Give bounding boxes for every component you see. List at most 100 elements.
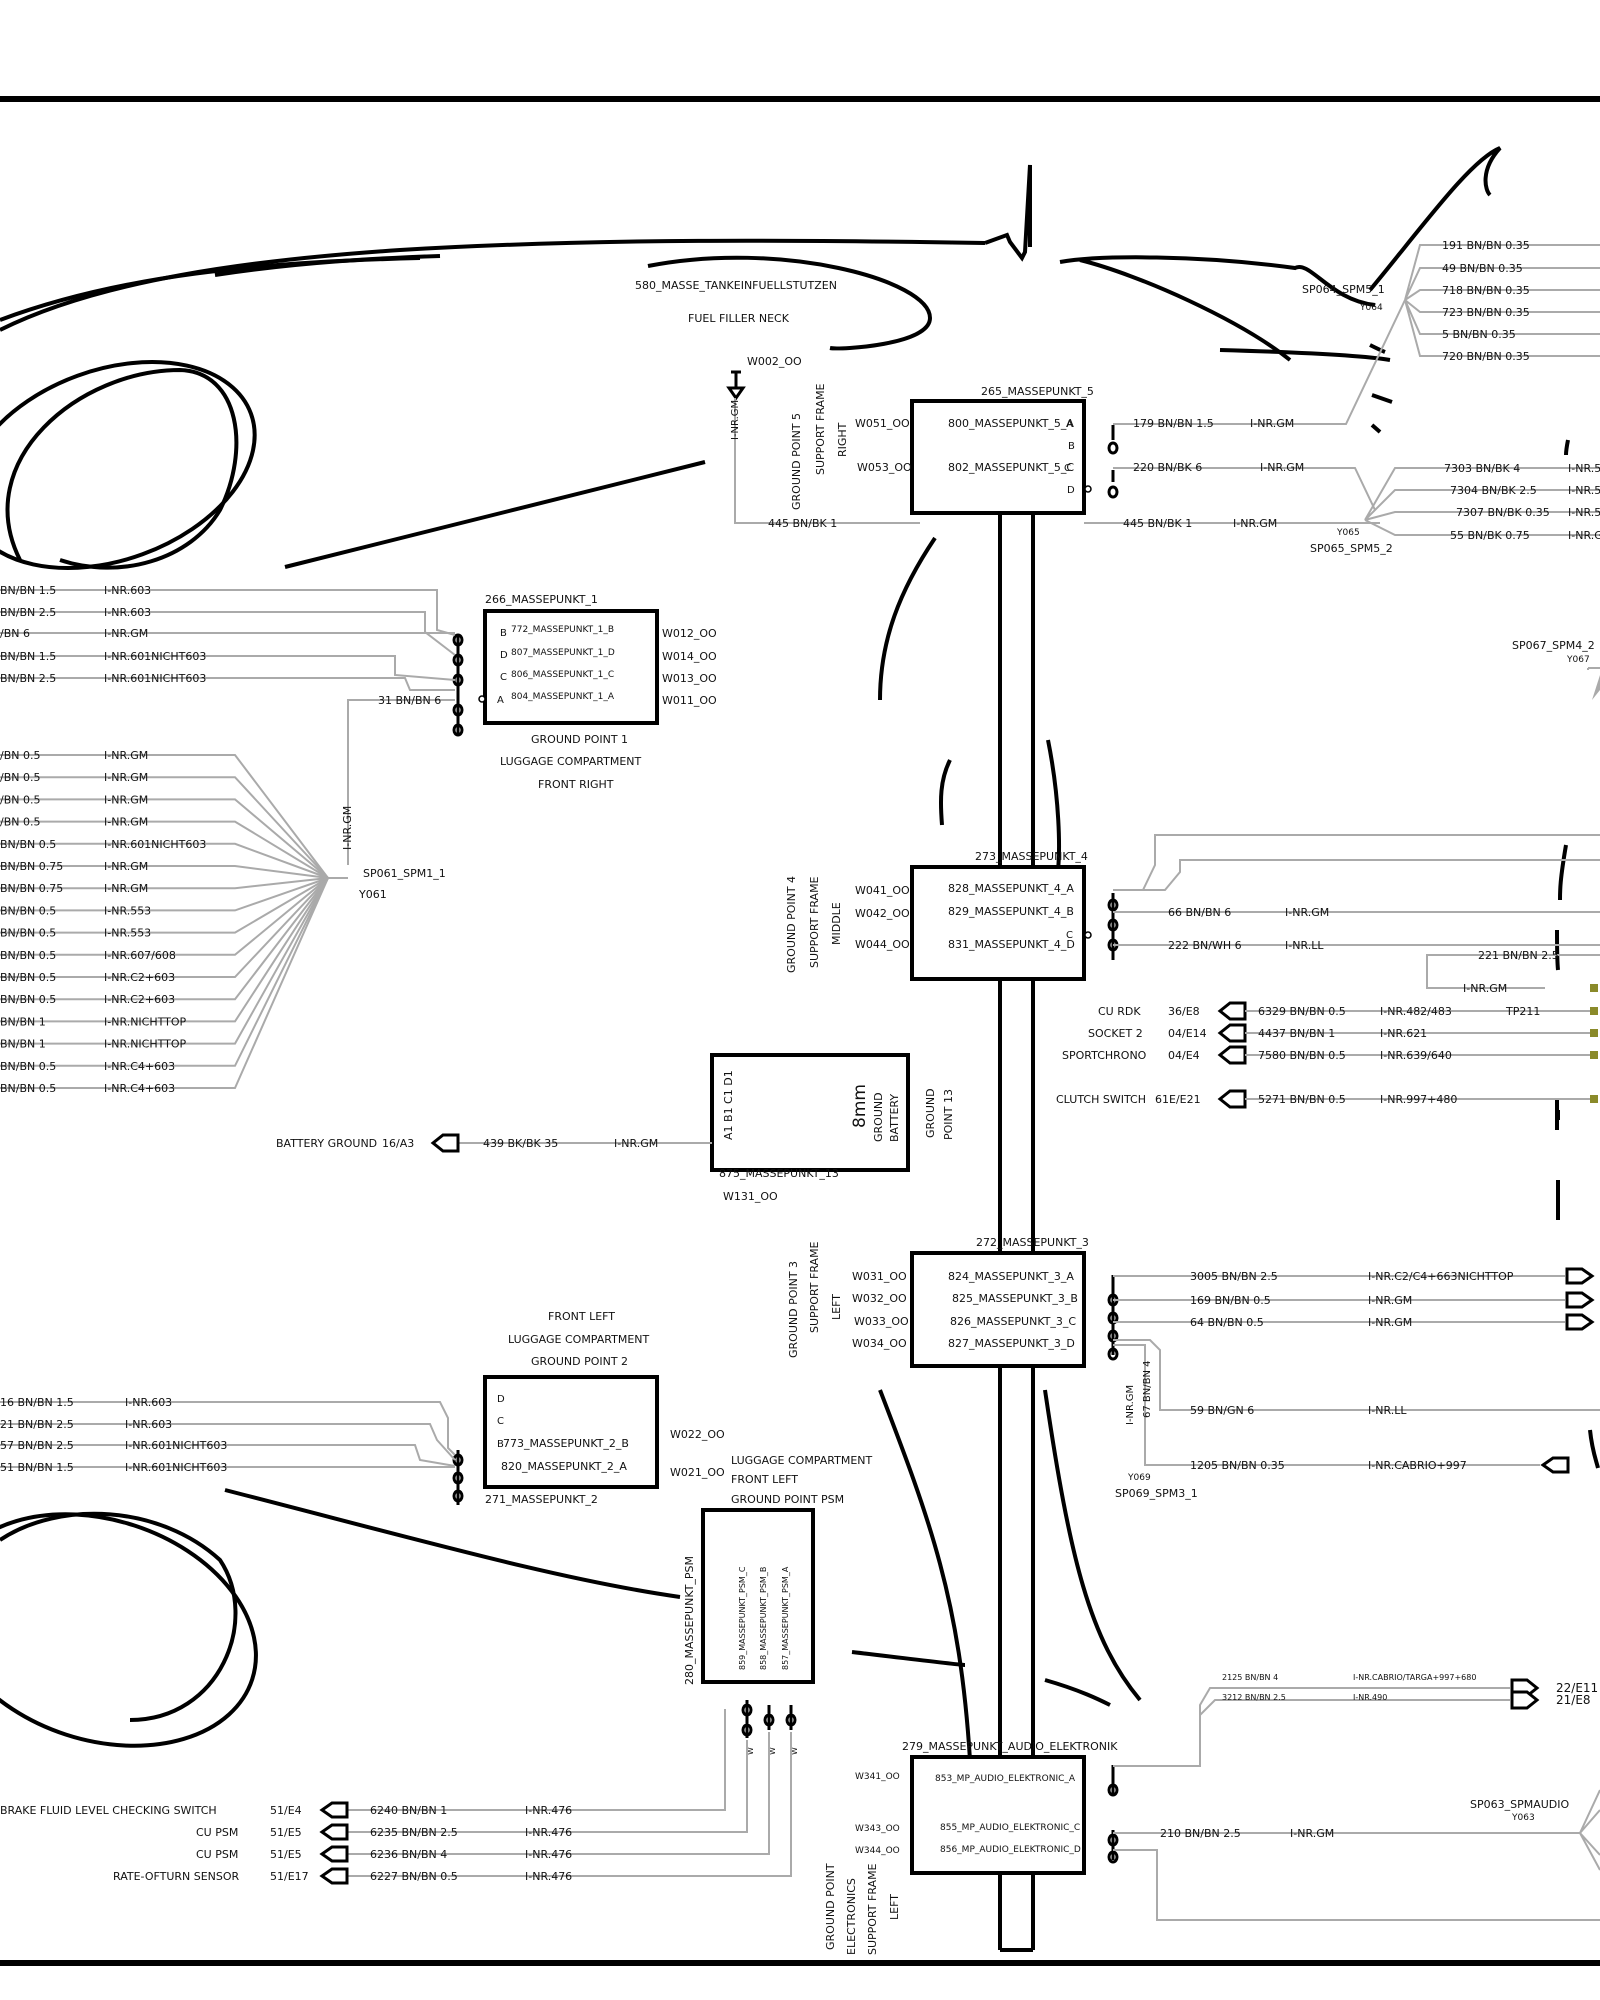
- gp13-name: 875_MASSEPUNKT_13: [719, 1167, 839, 1180]
- sp065-inr-4: I-NR.G: [1568, 529, 1600, 542]
- bl-device-label: CU PSM: [196, 1826, 238, 1839]
- br-pin-2: 21/E8: [1556, 1693, 1591, 1707]
- gp1-inr-5: I-NR.601NICHT603: [104, 672, 206, 685]
- gp2-eyelet-icon: [452, 1450, 464, 1505]
- sp061-wire-label: /BN 0.5: [0, 793, 40, 806]
- gp4-w-a: W041_OO: [855, 884, 910, 897]
- gp5-letter-d: D: [1067, 485, 1075, 496]
- sp061-wire-label: /BN 0.5: [0, 771, 40, 784]
- fuel-filler-label: FUEL FILLER NECK: [688, 312, 790, 325]
- bl-pin-label: 51/E4: [270, 1804, 302, 1817]
- gp1-inr-3: I-NR.GM: [104, 627, 148, 640]
- wire-221: 221 BN/BN 2.5: [1478, 949, 1559, 962]
- sp061-inr-label: I-NR.C2+603: [104, 971, 175, 984]
- sp061-wire-label: BN/BN 0.5: [0, 993, 56, 1006]
- gp5-side-2: SUPPORT FRAME: [814, 383, 827, 475]
- sp069-vert-2: 67 BN/BN 4: [1142, 1361, 1153, 1419]
- gp1-w-b: W012_OO: [662, 627, 717, 640]
- sp061-wire-label: BN/BN 0.5: [0, 1082, 56, 1095]
- gp2-inr-4: I-NR.601NICHT603: [125, 1461, 227, 1474]
- connector-pin-label: 61E/E21: [1155, 1093, 1201, 1106]
- gp1-w-c: W013_OO: [662, 672, 717, 685]
- sp069-name: SP069_SPM3_1: [1115, 1487, 1198, 1500]
- ground-point-13: A1 B1 C1 D1 8mm GROUND BATTERY GROUND PO…: [276, 1053, 955, 1203]
- sp061-wire-label: BN/BN 1: [0, 1015, 46, 1028]
- wire-66: 66 BN/BN 6: [1168, 906, 1231, 919]
- bl-inr-label: I-NR.476: [525, 1870, 572, 1883]
- gp1-wire-4: BN/BN 1.5: [0, 650, 56, 663]
- connector-arrow-icon: [319, 1823, 349, 1841]
- gpae-w-a: W341_OO: [855, 1772, 900, 1782]
- bl-device-label: BRAKE FLUID LEVEL CHECKING SWITCH: [0, 1804, 217, 1817]
- sp061-wire: [0, 877, 329, 890]
- sp064-y: Y064: [1359, 303, 1383, 313]
- sp061-wire-label: BN/BN 0.5: [0, 904, 56, 917]
- gp2-wire-4: 51 BN/BN 1.5: [0, 1461, 74, 1474]
- splice-sp064: SP064_SPM5_1 Y064 191 BN/BN 0.35 49 BN/B…: [1302, 239, 1600, 363]
- gp3-pin-c-label: 826_MASSEPUNKT_3_C: [950, 1315, 1076, 1328]
- gp1-inr-1: I-NR.603: [104, 584, 151, 597]
- gp13-side-2: POINT 13: [942, 1089, 955, 1140]
- gp3-pin-b-label: 825_MASSEPUNKT_3_B: [952, 1292, 1078, 1305]
- gp3-w-d: W034_OO: [852, 1337, 907, 1350]
- gp5-w-c: W053_OO: [857, 461, 912, 474]
- sp061-wire: [0, 842, 329, 879]
- gpae-side-4: LEFT: [888, 1894, 901, 1920]
- ground-point-5: 265_MASSEPUNKT_5 GROUND POINT 5 SUPPORT …: [790, 299, 1406, 530]
- gp2-wire-1: 16 BN/BN 1.5: [0, 1396, 74, 1409]
- connector-arrow-icon: [1217, 1089, 1247, 1109]
- fuel-filler-group: 580_MASSE_TANKEINFUELLSTUTZEN FUEL FILLE…: [635, 279, 920, 530]
- bl-wire-label: 6235 BN/BN 2.5: [370, 1826, 458, 1839]
- gp2-pin-a-label: 820_MASSEPUNKT_2_A: [501, 1460, 627, 1473]
- gp13-pins: A1 B1 C1 D1: [722, 1070, 735, 1140]
- sp063-y: Y063: [1511, 1813, 1535, 1823]
- bl-device-label: RATE-OFTURN SENSOR: [113, 1870, 240, 1883]
- sp065-name: SP065_SPM5_2: [1310, 542, 1393, 555]
- ground-point-audio-electronics: 279_MASSEPUNKT_AUDIO_ELEKTRONIK W341_OO …: [824, 1687, 1600, 1955]
- gp3-wire-64: 64 BN/BN 0.5: [1190, 1316, 1264, 1329]
- bl-pin-label: 51/E5: [270, 1826, 302, 1839]
- gpsm-caption-2: FRONT LEFT: [731, 1473, 798, 1486]
- gp4-eyelet-icon: [1107, 893, 1119, 960]
- connector-device-label: SPORTCHRONO: [1062, 1049, 1147, 1062]
- battery-wire: 439 BK/BK 35: [483, 1137, 558, 1150]
- gpsm-box: [701, 1508, 815, 1684]
- bottom-right-connectors: 2125 BN/BN 4 I-NR.CABRIO/TARGA+997+680 2…: [1210, 1673, 1600, 1871]
- sp061-inr-label: I-NR.GM: [104, 749, 148, 762]
- gp4-letter-c: C: [1066, 930, 1073, 941]
- sp064-wire-1: 191 BN/BN 0.35: [1442, 239, 1530, 252]
- sp061-inr-label: I-NR.C4+603: [104, 1060, 175, 1073]
- gp1-wire-3: /BN 6: [0, 627, 30, 640]
- sp061-vert: I-NR.GM: [341, 806, 354, 850]
- sp061-wire-label: BN/BN 0.5: [0, 1060, 56, 1073]
- gpsm-name: 280_MASSEPUNKT_PSM: [683, 1556, 696, 1685]
- gp3-w-b: W032_OO: [852, 1292, 907, 1305]
- sp061-fan: [0, 754, 329, 1089]
- connector-device-label: CU RDK: [1098, 1005, 1141, 1018]
- battery-inr: I-NR.GM: [614, 1137, 658, 1150]
- ground-point-2: FRONT LEFT LUGGAGE COMPARTMENT GROUND PO…: [0, 1310, 725, 1506]
- br-wire-2: 3212 BN/BN 2.5: [1222, 1693, 1286, 1702]
- wire-220: 220 BN/BK 6: [1133, 461, 1202, 474]
- gp13-size: 8mm: [850, 1084, 870, 1128]
- support-frame-rails: [998, 510, 1035, 1952]
- sp061-inr-label: I-NR.C2+603: [104, 993, 175, 1006]
- sp061-y: Y061: [358, 888, 387, 901]
- gp3-wire-1205: 1205 BN/BN 0.35: [1190, 1459, 1285, 1472]
- terminal-marker: [1590, 1007, 1598, 1015]
- gpsm-w-c: W: [746, 1747, 755, 1755]
- br-inr-2: I-NR.490: [1353, 1693, 1387, 1702]
- gp3-w-a: W031_OO: [852, 1270, 907, 1283]
- gp3-box: [910, 1251, 1086, 1368]
- gpae-name: 279_MASSEPUNKT_AUDIO_ELEKTRONIK: [902, 1740, 1118, 1753]
- sp061-inr-label: I-NR.607/608: [104, 949, 176, 962]
- gp4-side-1: GROUND POINT 4: [785, 876, 798, 973]
- gpae-side-2: ELECTRONICS: [845, 1878, 858, 1955]
- fuel-filler-code: W002_OO: [747, 355, 802, 368]
- bl-inr-label: I-NR.476: [525, 1826, 572, 1839]
- sp061-wire-label: /BN 0.5: [0, 816, 40, 829]
- sp061-wire-label: BN/BN 1: [0, 1038, 46, 1051]
- sp061-wire: [0, 877, 329, 912]
- gp2-w-b: W022_OO: [670, 1428, 725, 1441]
- gp3-inr-59: I-NR.LL: [1368, 1404, 1407, 1417]
